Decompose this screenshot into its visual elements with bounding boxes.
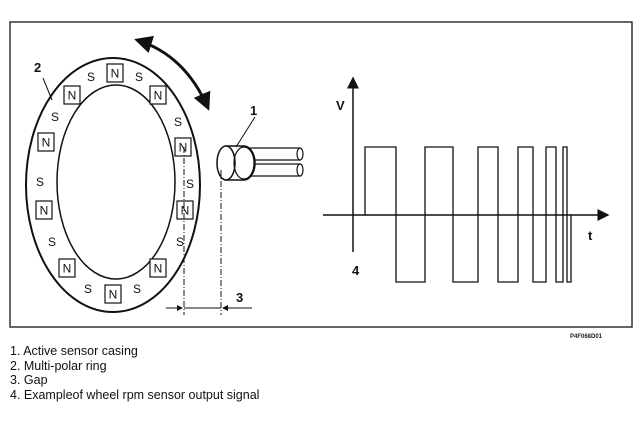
north-pole-box	[176, 200, 194, 220]
south-pole-label: S	[174, 115, 182, 129]
north-pole-label: N	[154, 262, 163, 276]
t-axis-label: t	[588, 228, 593, 243]
south-pole-label: S	[133, 282, 141, 296]
south-pole-label: S	[87, 70, 95, 84]
legend-item-4: 4. Exampleof wheel rpm sensor output sig…	[10, 387, 260, 402]
callout-3: 3	[236, 290, 243, 305]
callout-2: 2	[34, 60, 41, 75]
north-pole-label: N	[40, 204, 49, 218]
north-pole-box	[149, 258, 167, 278]
output-signal-graph	[323, 76, 610, 283]
legend-item-2: 2. Multi-polar ring	[10, 358, 107, 373]
square-wave-signal	[364, 146, 572, 283]
active-sensor-casing	[216, 116, 304, 181]
callout-2-leader	[42, 77, 53, 101]
north-pole-box	[37, 132, 55, 152]
north-pole-label: N	[111, 67, 120, 81]
v-axis-label: V	[336, 98, 345, 113]
legend: 1. Active sensor casing 2. Multi-polar r…	[10, 344, 259, 402]
gap-dimension	[166, 147, 252, 315]
north-pole-box	[106, 63, 124, 83]
north-pole-label: N	[68, 89, 77, 103]
south-pole-label: S	[176, 235, 184, 249]
north-pole-box	[104, 284, 122, 304]
legend-item-1: 1. Active sensor casing	[10, 344, 138, 358]
north-pole-label: N	[181, 204, 190, 218]
callout-1: 1	[250, 103, 257, 118]
north-pole-label: N	[154, 89, 163, 103]
north-pole-label: N	[179, 141, 188, 155]
north-pole-label: N	[109, 288, 118, 302]
multi-polar-ring	[25, 57, 201, 313]
south-pole-label: S	[135, 70, 143, 84]
south-pole-label: S	[36, 175, 44, 189]
legend-item-3: 3. Gap	[10, 373, 48, 387]
south-pole-label: S	[51, 110, 59, 124]
north-pole-box	[35, 200, 53, 220]
north-pole-label: N	[42, 136, 51, 150]
south-pole-label: S	[84, 282, 92, 296]
south-pole-label: S	[186, 177, 194, 191]
north-pole-box	[63, 85, 81, 105]
callout-4: 4	[352, 263, 360, 278]
south-pole-label: S	[48, 235, 56, 249]
figure-code: P4F068D01	[570, 334, 603, 340]
rotation-arrow-icon	[134, 35, 211, 111]
north-pole-box	[58, 258, 76, 278]
figure-frame	[9, 21, 633, 328]
north-pole-label: N	[63, 262, 72, 276]
north-pole-box	[174, 137, 192, 157]
